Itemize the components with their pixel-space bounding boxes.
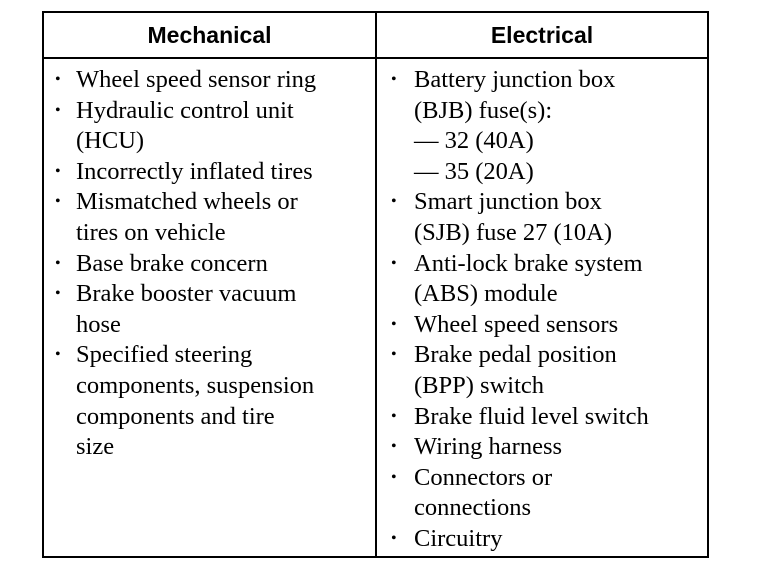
mechanical-item-line: components and tire [76,402,275,430]
bullet-icon: • [55,71,61,88]
electrical-item-line: Brake fluid level switch [414,402,649,430]
bullet-icon: • [391,407,397,425]
electrical-item-line: Wiring harness [414,433,563,461]
mechanical-item-line: tires on vehicle [76,218,226,246]
electrical-item-line: connections [414,494,532,522]
mechanical-item-line: Incorrectly inflated tires [76,157,313,185]
bullet-icon: • [55,162,61,180]
mechanical-column: • Wheel speed sensor ring • Hydraulic contr… [44,59,377,556]
electrical-item: • Circuitry [377,524,707,555]
electrical-item-line: Anti-lock brake system [414,249,643,277]
electrical-item: • Wheel speed sensors [377,310,707,341]
mechanical-item: • Hydraulic control unit (HCU) [44,96,375,157]
header-electrical: Electrical [377,13,707,59]
electrical-item-line: Battery junction box [414,66,616,93]
mechanical-item: • Incorrectly inflated tires [44,157,375,188]
bullet-icon: • [391,315,397,333]
electrical-item-line: Connectors or [414,463,553,491]
electrical-item-line: (ABS) module [414,280,558,308]
electrical-column: • Battery junction box (BJB) fuse(s): — 32 … [377,59,707,556]
bullet-icon: • [391,468,397,486]
electrical-item-line: (SJB) fuse 27 (10A) [414,218,613,246]
electrical-item: • Wiring harness [377,432,707,463]
electrical-item: • Connectors or connections [377,463,707,524]
bullet-icon: • [55,254,61,272]
electrical-item-line: Brake pedal position [414,341,617,369]
mechanical-item-line: size [76,433,115,461]
bullet-icon: • [391,71,397,88]
bullet-icon: • [55,346,61,364]
header-mechanical: Mechanical [44,13,377,59]
electrical-item-line: (BPP) switch [414,371,545,399]
electrical-item: • Anti-lock brake system (ABS) module [377,249,707,310]
mechanical-item: • Base brake concern [44,249,375,280]
mechanical-list: • Wheel speed sensor ring • Hydraulic contr… [44,65,375,463]
electrical-item-line: Circuitry [414,524,503,552]
bullet-icon: • [55,101,61,119]
bullet-icon: • [391,254,397,272]
mechanical-item-line: Specified steering [76,341,253,369]
bullet-icon: • [391,346,397,364]
electrical-item: • Battery junction box (BJB) fuse(s): — 32 … [377,65,707,187]
mechanical-item-line: Wheel speed sensor ring [76,66,317,93]
bullet-icon: • [391,529,397,547]
electrical-list: • Battery junction box (BJB) fuse(s): — 32 … [377,65,707,555]
mechanical-item-line: Brake booster vacuum [76,280,297,308]
electrical-item-line: Wheel speed sensors [414,310,619,338]
bullet-icon: • [55,193,61,211]
electrical-item: • Smart junction box(SJB) fuse 27 (10A) [377,187,707,248]
mechanical-item-line: components, suspension [76,371,315,399]
mechanical-item-line: (HCU) [76,127,145,155]
electrical-item-line: Smart junction box [414,188,602,216]
diagnostic-table: Mechanical Electrical • Wheel speed senso… [42,11,709,558]
mechanical-item: • Wheel speed sensor ring [44,65,375,96]
bullet-icon: • [391,193,397,211]
bullet-icon: • [55,285,61,303]
bullet-icon: • [391,438,397,456]
electrical-item: • Brake fluid level switch [377,402,707,433]
mechanical-item-line: Mismatched wheels or [76,188,298,216]
electrical-item-line: — 35 (20A) [414,157,534,185]
mechanical-item-line: Base brake concern [76,249,268,277]
mechanical-item-line: Hydraulic control unit [76,96,294,124]
electrical-item-line: — 32 (40A) [414,127,534,155]
electrical-item-line: (BJB) fuse(s): [414,96,553,124]
electrical-item: • Brake pedal position(BPP) switch [377,340,707,401]
mechanical-item-line: hose [76,310,121,338]
